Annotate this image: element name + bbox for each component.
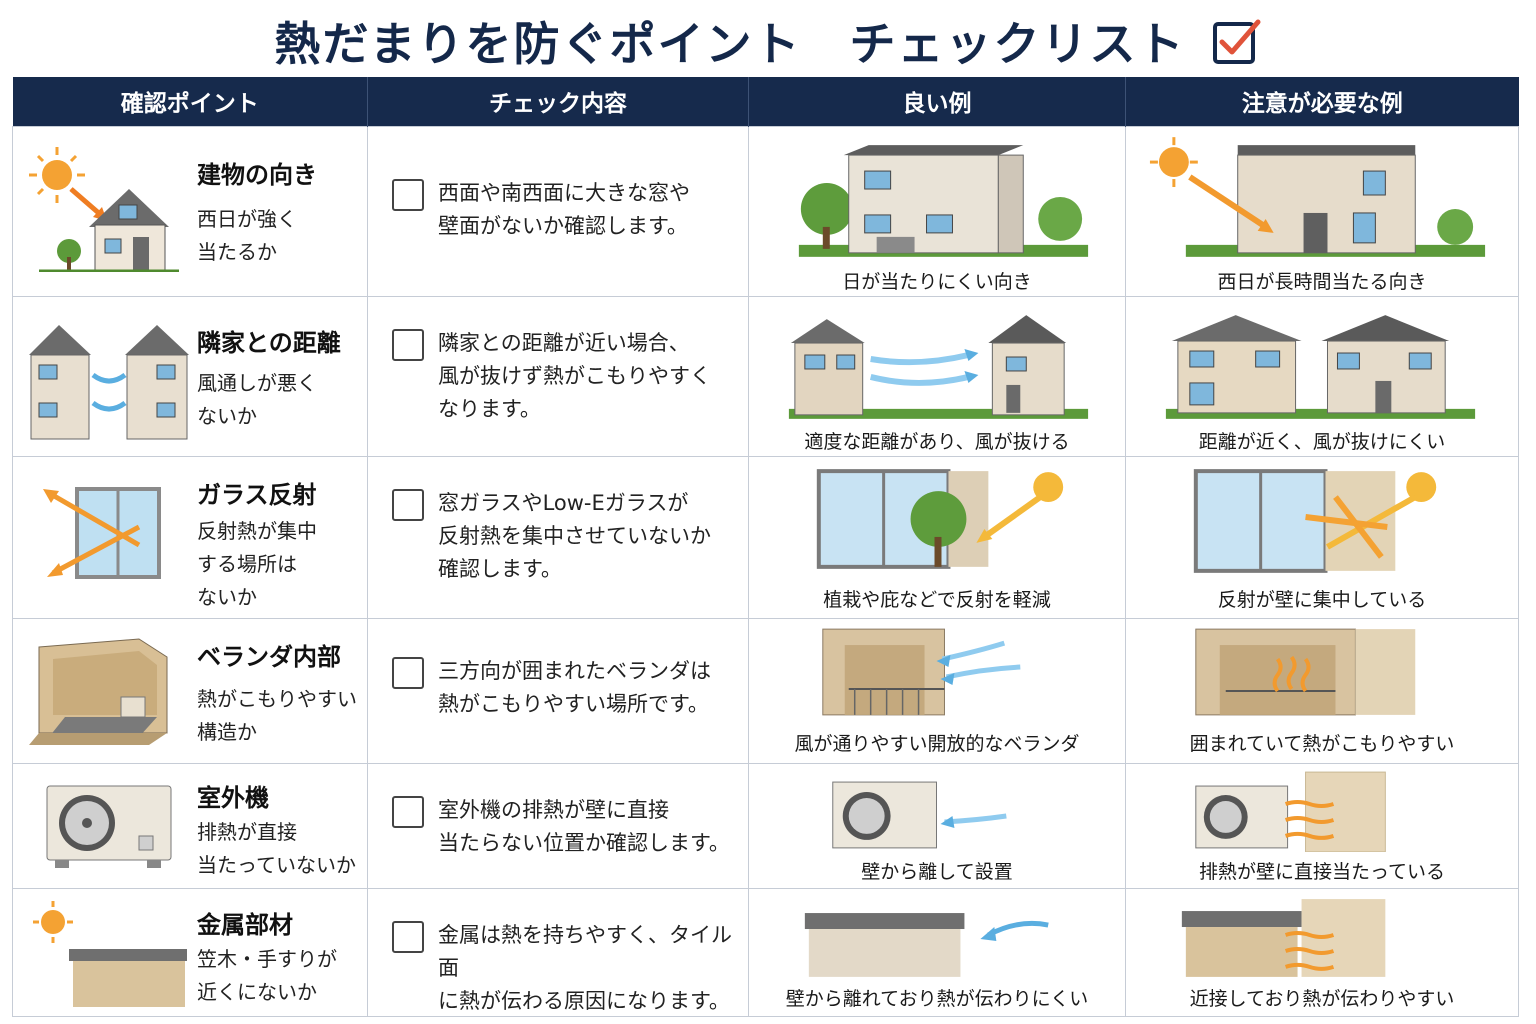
good-example-caption: 壁から離れており熱が伝わりにくい [785, 987, 1089, 1010]
point-description: 排熱が直接 当たっていないか [197, 819, 356, 877]
point-title: 金属部材 [197, 910, 293, 939]
check-cell: 金属は熱を持ちやすく、タイル面 に熱が伝わる原因になります。 [367, 887, 749, 1017]
metal-good-illustration [804, 912, 1049, 977]
point-title: 室外機 [197, 783, 269, 812]
west-sun-illustration [1149, 136, 1486, 257]
point-description: 風通しが悪く ないか [197, 370, 317, 428]
checkbox[interactable] [392, 328, 424, 361]
header-row: 確認ポイント チェック内容 良い例 注意が必要な例 [12, 77, 1519, 126]
title-row: 熱だまりを防ぐポイント チェックリスト [0, 10, 1536, 72]
check-cell: 窓ガラスやLow-Eガラスが 反射熱を集中させていないか 確認します。 [367, 455, 749, 619]
caution-example-caption: 距離が近く、風が抜けにくい [1198, 430, 1446, 453]
ac-outdoor-unit-icon [46, 785, 172, 868]
check-cell: 三方向が囲まれたベランダは 熱がこもりやすい場所です。 [367, 617, 749, 764]
point-description: 熱がこもりやすい 構造か [197, 686, 357, 744]
good-example-cell: 壁から離して設置 [748, 762, 1126, 889]
checkbox-checked-icon [1212, 19, 1261, 64]
check-text: 金属は熱を持ちやすく、タイル面 に熱が伝わる原因になります。 [438, 922, 732, 1013]
good-example-caption: 適度な距離があり、風が抜ける [804, 430, 1070, 453]
check-cell: 室外機の排熱が壁に直接 当たらない位置か確認します。 [367, 762, 749, 889]
table-row: 隣家との距離 風通しが悪く ないか 隣家との距離が近い場合、 風が抜けず熱がこも… [12, 295, 1519, 457]
check-text: 室外機の排熱が壁に直接 当たらない位置か確認します。 [438, 797, 730, 855]
point-description: 笠木・手すりが 近くにないか [197, 946, 337, 1004]
point-title: ガラス反射 [197, 480, 317, 509]
balcony-caution-illustration [1195, 628, 1416, 715]
reflection-caution-illustration [1193, 468, 1437, 573]
header-good-example: 良い例 [748, 77, 1126, 126]
house-sun-icon [29, 146, 179, 272]
checkbox[interactable] [392, 656, 424, 689]
check-cell: 隣家との距離が近い場合、 風が抜けず熱がこもりやすく なります。 [367, 295, 749, 457]
point-cell: 建物の向き 西日が強く 当たるか [12, 125, 368, 297]
good-example-caption: 壁から離して設置 [861, 860, 1013, 883]
good-example-cell: 適度な距離があり、風が抜ける [748, 295, 1126, 457]
balcony-icon [29, 637, 168, 745]
header-check-point: 確認ポイント [12, 77, 368, 126]
checkbox[interactable] [392, 178, 424, 211]
caution-example-caption: 西日が長時間当たる向き [1217, 270, 1427, 293]
table-row: ガラス反射 反射熱が集中 する場所は ないか 窓ガラスやLow-Eガラスが 反射… [12, 455, 1519, 619]
metal-coping-icon [33, 900, 187, 1007]
table-row: 室外機 排熱が直接 当たっていないか 室外機の排熱が壁に直接 当たらない位置か確… [12, 762, 1519, 889]
check-cell: 西面や南西面に大きな窓や 壁面がないか確認します。 [367, 125, 749, 297]
point-cell: ベランダ内部 熱がこもりやすい 構造か [12, 617, 368, 764]
caution-example-cell: 反射が壁に集中している [1125, 455, 1519, 619]
distance-caution-illustration [1165, 314, 1476, 419]
caution-example-cell: 距離が近く、風が抜けにくい [1125, 295, 1519, 457]
point-cell: 室外機 排熱が直接 当たっていないか [12, 762, 368, 889]
good-example-caption: 風が通りやすい開放的なベランダ [794, 732, 1080, 755]
good-orientation-illustration [798, 144, 1089, 257]
checklist-table: 確認ポイント チェック内容 良い例 注意が必要な例 [12, 77, 1519, 1017]
check-text: 西面や南西面に大きな窓や 壁面がないか確認します。 [438, 180, 690, 238]
checkbox[interactable] [392, 920, 424, 953]
metal-caution-illustration [1181, 898, 1386, 977]
checkbox[interactable] [392, 795, 424, 828]
good-example-cell: 植栽や庇などで反射を軽減 [748, 455, 1126, 619]
window-reflection-icon [43, 486, 161, 579]
caution-example-caption: 囲まれていて熱がこもりやすい [1189, 732, 1455, 755]
point-description: 反射熱が集中 する場所は ないか [197, 518, 317, 609]
point-cell: ガラス反射 反射熱が集中 する場所は ないか [12, 455, 368, 619]
good-example-caption: 植栽や庇などで反射を軽減 [823, 588, 1051, 611]
caution-example-cell: 西日が長時間当たる向き [1125, 125, 1519, 297]
caution-example-caption: 排熱が壁に直接当たっている [1198, 860, 1446, 883]
header-check-content: チェック内容 [367, 77, 749, 126]
point-cell: 隣家との距離 風通しが悪く ないか [12, 295, 368, 457]
table-row: 金属部材 笠木・手すりが 近くにないか 金属は熱を持ちやすく、タイル面 に熱が伝… [12, 887, 1519, 1017]
balcony-good-illustration [822, 628, 1021, 715]
caution-example-caption: 近接しており熱が伝わりやすい [1189, 987, 1455, 1010]
check-text: 三方向が囲まれたベランダは 熱がこもりやすい場所です。 [438, 658, 711, 716]
ac-good-illustration [832, 781, 1007, 848]
table-row: ベランダ内部 熱がこもりやすい 構造か 三方向が囲まれたベランダは 熱がこもりや… [12, 617, 1519, 764]
page-title: 熱だまりを防ぐポイント チェックリスト [274, 17, 1186, 71]
reflection-good-illustration [816, 468, 1064, 569]
caution-example-cell: 排熱が壁に直接当たっている [1125, 762, 1519, 889]
good-example-cell: 日が当たりにくい向き [748, 125, 1126, 297]
ac-caution-illustration [1195, 771, 1386, 852]
caution-example-cell: 囲まれていて熱がこもりやすい [1125, 617, 1519, 764]
good-example-cell: 壁から離れており熱が伝わりにくい [748, 887, 1126, 1017]
caution-example-caption: 反射が壁に集中している [1217, 588, 1427, 611]
point-description: 西日が強く 当たるか [197, 206, 297, 264]
good-example-cell: 風が通りやすい開放的なベランダ [748, 617, 1126, 764]
point-title: ベランダ内部 [197, 642, 341, 671]
distance-good-illustration [788, 314, 1089, 419]
neighbor-houses-icon [29, 324, 189, 439]
header-caution-example: 注意が必要な例 [1125, 77, 1519, 126]
caution-example-cell: 近接しており熱が伝わりやすい [1125, 887, 1519, 1017]
checkbox[interactable] [392, 488, 424, 521]
check-text: 窓ガラスやLow-Eガラスが 反射熱を集中させていないか 確認します。 [438, 490, 711, 581]
point-cell: 金属部材 笠木・手すりが 近くにないか [12, 887, 368, 1017]
point-title: 隣家との距離 [197, 328, 341, 357]
check-text: 隣家との距離が近い場合、 風が抜けず熱がこもりやすく なります。 [438, 330, 711, 421]
point-title: 建物の向き [197, 160, 317, 189]
table-row: 建物の向き 西日が強く 当たるか 西面や南西面に大きな窓や 壁面がないか確認しま… [12, 125, 1519, 297]
good-example-caption: 日が当たりにくい向き [842, 270, 1032, 293]
